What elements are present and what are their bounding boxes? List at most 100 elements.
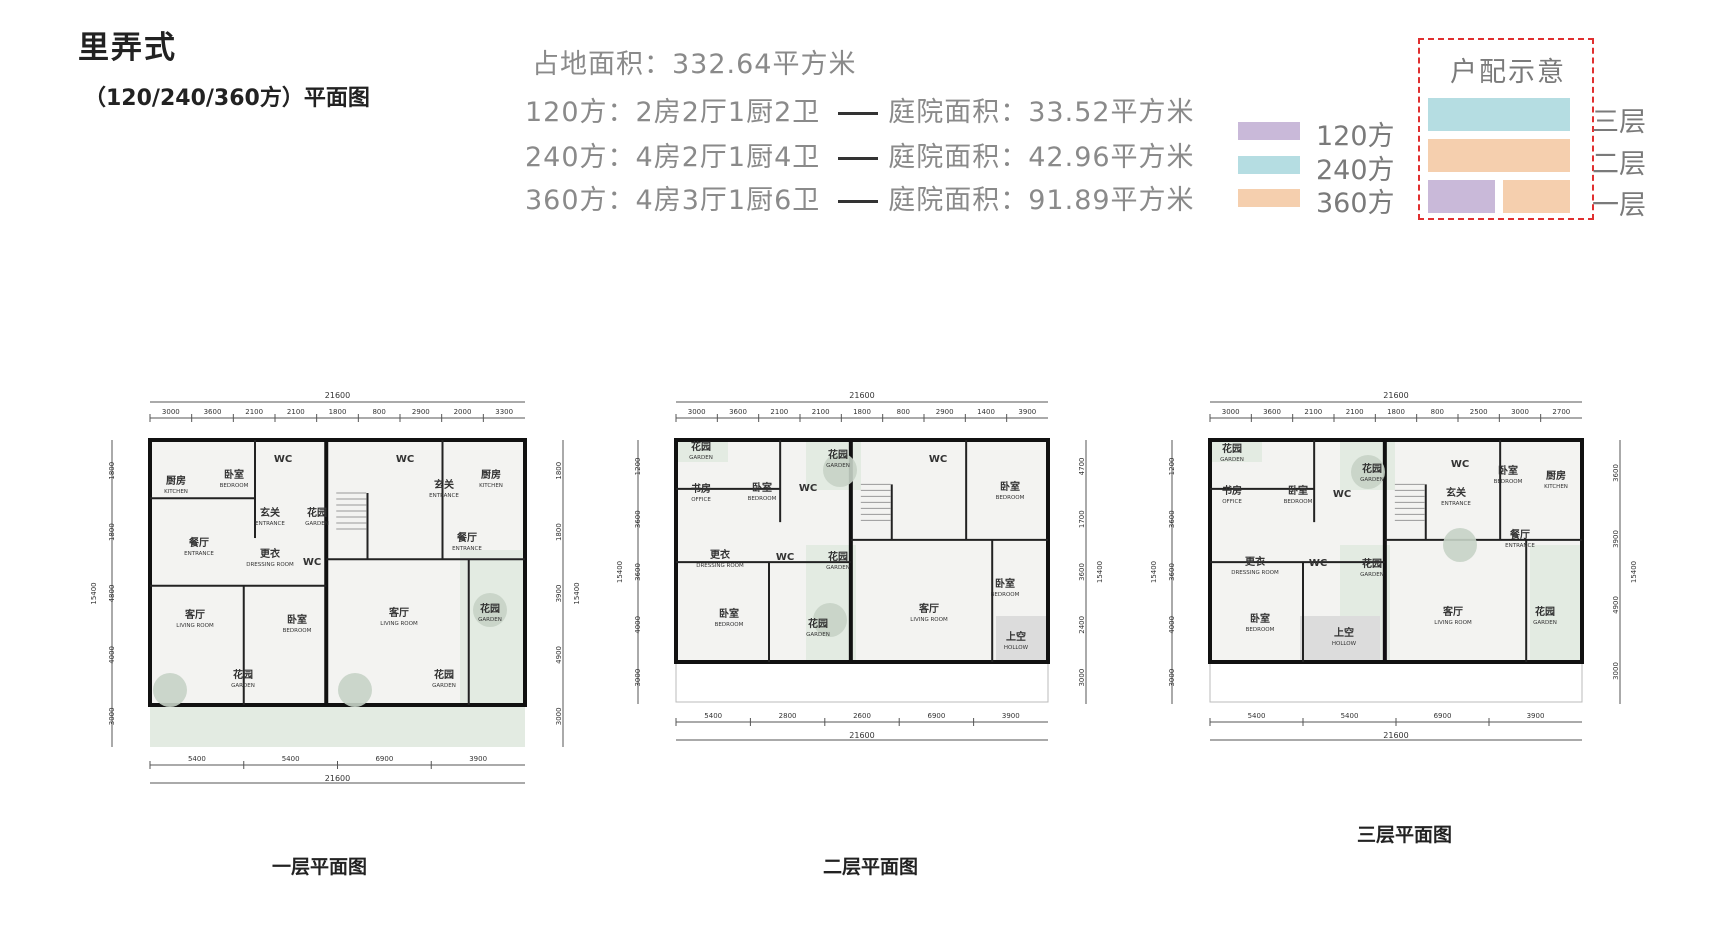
- dim-right-value: 3600: [1078, 563, 1086, 581]
- room-label-en: GARDEN: [1360, 572, 1384, 578]
- dim-left-value: 4000: [108, 646, 116, 664]
- room-label: 花园: [808, 617, 828, 630]
- dim-overall-top: 21600: [849, 391, 874, 400]
- stat-dash: [838, 200, 879, 203]
- room-label: WC: [1309, 558, 1327, 569]
- room-label: 卧室: [1000, 480, 1020, 493]
- dim-right-value: 3600: [1612, 464, 1620, 482]
- room-label: WC: [1333, 489, 1351, 500]
- plan-outer-wall: [1208, 438, 1584, 664]
- room-label: 玄关: [1446, 486, 1466, 499]
- stat-row-240: 240方：4房2厅1厨4卫 庭院面积：42.96平方米: [525, 135, 1195, 174]
- plan-garden-zone: [1210, 440, 1262, 462]
- room-label: 花园: [691, 440, 711, 453]
- dim-top-value: 2000: [454, 408, 472, 416]
- dim-left-value: 4800: [108, 585, 116, 603]
- dim-top-value: 800: [372, 408, 385, 416]
- dim-bottom-value: 5400: [1248, 712, 1266, 720]
- legend-label-240: 240方: [1316, 155, 1395, 186]
- dim-top-value: 2700: [1552, 408, 1570, 416]
- room-label: 卧室: [287, 613, 307, 626]
- dim-height-right: 15400: [1096, 561, 1104, 583]
- floor-label-1: 一层: [1592, 190, 1646, 221]
- stat-type-240: 240方：4房2厅1厨4卫: [525, 142, 821, 173]
- plan-front-zone: [1209, 661, 1583, 703]
- stat-type-360: 360方：4房3厅1厨6卫: [525, 185, 821, 216]
- plan-side-garden: [460, 550, 525, 705]
- dim-top-value: 2900: [936, 408, 954, 416]
- stat-garden-240: 庭院面积：42.96平方米: [888, 142, 1195, 173]
- plan-garden-zone: [806, 545, 856, 660]
- dim-bottom-value: 3900: [469, 755, 487, 763]
- room-label: 客厅: [918, 602, 939, 615]
- room-label: 卧室: [995, 577, 1015, 590]
- stat-type-120: 120方：2房2厅1厨2卫: [525, 97, 821, 128]
- dim-bottom-value: 5400: [704, 712, 722, 720]
- room-label-en: GARDEN: [478, 617, 502, 623]
- dim-overall-bottom: 21600: [849, 731, 874, 740]
- room-label: 厨房: [481, 468, 501, 481]
- dim-left-value: 3600: [1168, 563, 1176, 581]
- room-label: 书房: [1222, 484, 1242, 497]
- tree-symbol: [813, 603, 847, 637]
- dim-overall-bottom: 21600: [1383, 731, 1408, 740]
- room-label-en: GARDEN: [1220, 457, 1244, 463]
- dim-left-value: 3600: [1168, 510, 1176, 528]
- dim-top-value: 1800: [329, 408, 347, 416]
- dim-right-value: 4900: [555, 646, 563, 664]
- dim-left-value: 4000: [634, 616, 642, 634]
- room-label: 花园: [233, 668, 253, 681]
- dim-top-value: 3300: [495, 408, 513, 416]
- tree-symbol: [823, 453, 857, 487]
- room-label: 餐厅: [188, 536, 209, 549]
- dim-height-right: 15400: [573, 582, 581, 604]
- legend-label-360: 360方: [1316, 188, 1395, 219]
- room-label: 花园: [480, 602, 500, 615]
- allocation-title: 户配示意: [1450, 57, 1566, 88]
- legend-swatch-120: [1238, 122, 1300, 140]
- room-label: WC: [1451, 459, 1469, 470]
- plan-caption-3: 三层平面图: [1357, 824, 1453, 846]
- plan-floor-fill: [1210, 440, 1582, 662]
- dim-top-value: 3000: [688, 408, 706, 416]
- plan-front-zone: [675, 661, 1049, 703]
- room-label: 餐厅: [456, 531, 477, 544]
- dim-right-value: 1700: [1078, 510, 1086, 528]
- tree-symbol: [473, 593, 507, 627]
- site-area-text: 占地面积：332.64平方米: [532, 49, 857, 80]
- floor-label-3: 三层: [1592, 107, 1646, 138]
- dim-left-value: 1800: [108, 523, 116, 541]
- dim-top-value: 3000: [1222, 408, 1240, 416]
- room-label: WC: [303, 557, 321, 568]
- room-label-en: LIVING ROOM: [380, 621, 418, 627]
- room-label: 玄关: [434, 478, 454, 491]
- room-label: 卧室: [1288, 484, 1308, 497]
- room-label: WC: [776, 552, 794, 563]
- room-label-en: GARDEN: [305, 521, 329, 527]
- dim-bottom-value: 3900: [1002, 712, 1020, 720]
- floor-plan-3: 花园GARDEN书房OFFICE卧室BEDROOMWC花园GARDEN更衣DRE…: [1150, 391, 1638, 741]
- room-label: 卧室: [1498, 464, 1518, 477]
- floor-label-2: 二层: [1592, 149, 1646, 180]
- plan-caption-2: 二层平面图: [823, 856, 919, 878]
- floor-plan-1: 卧室BEDROOMWC厨房KITCHEN玄关ENTRANCE花园GARDEN餐厅…: [90, 391, 581, 784]
- room-label-en: GARDEN: [826, 463, 850, 469]
- room-label-en: OFFICE: [1222, 499, 1242, 505]
- stat-garden-120: 庭院面积：33.52平方米: [888, 97, 1195, 128]
- plan-outer-wall: [148, 438, 527, 707]
- dim-top-value: 3600: [1263, 408, 1281, 416]
- room-label: 卧室: [719, 607, 739, 620]
- room-label: 花园: [1222, 442, 1242, 455]
- room-label: 厨房: [166, 474, 186, 487]
- room-label: 花园: [828, 550, 848, 563]
- plan-hollow: [996, 616, 1048, 662]
- dim-top-value: 2100: [770, 408, 788, 416]
- room-label: 更衣: [710, 548, 730, 561]
- legend-swatch-360: [1238, 189, 1300, 207]
- room-label-en: ENTRANCE: [255, 521, 285, 527]
- room-label-en: GARDEN: [231, 683, 255, 689]
- room-label-en: BEDROOM: [1246, 627, 1275, 633]
- room-label-en: BEDROOM: [748, 496, 777, 502]
- dim-bottom-value: 5400: [282, 755, 300, 763]
- room-label: WC: [799, 483, 817, 494]
